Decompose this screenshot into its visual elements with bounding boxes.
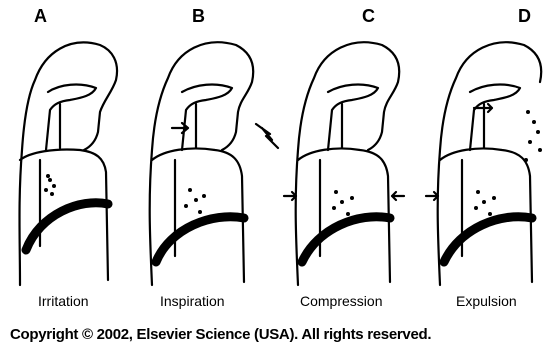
panel-c-letter: C bbox=[362, 6, 375, 27]
panel-c-label: Compression bbox=[300, 293, 382, 309]
panel-a-irritants bbox=[44, 174, 56, 196]
panel-d-expelled-particles bbox=[524, 110, 542, 162]
panel-d-air-dots bbox=[474, 190, 496, 216]
panel-d-letter: D bbox=[518, 6, 531, 27]
panel-d-figure bbox=[426, 42, 542, 285]
panel-c-figure bbox=[284, 42, 404, 285]
panel-b-figure bbox=[150, 42, 278, 285]
panel-a-figure bbox=[20, 42, 118, 285]
panel-a-letter: A bbox=[34, 6, 47, 27]
copyright-notice: Copyright © 2002, Elsevier Science (USA)… bbox=[10, 326, 431, 343]
panel-b-label: Inspiration bbox=[160, 293, 225, 309]
panel-c-air-dots bbox=[332, 190, 354, 216]
panel-b-letter: B bbox=[192, 6, 205, 27]
panel-d-label: Expulsion bbox=[456, 293, 517, 309]
panel-a-label: Irritation bbox=[38, 293, 89, 309]
